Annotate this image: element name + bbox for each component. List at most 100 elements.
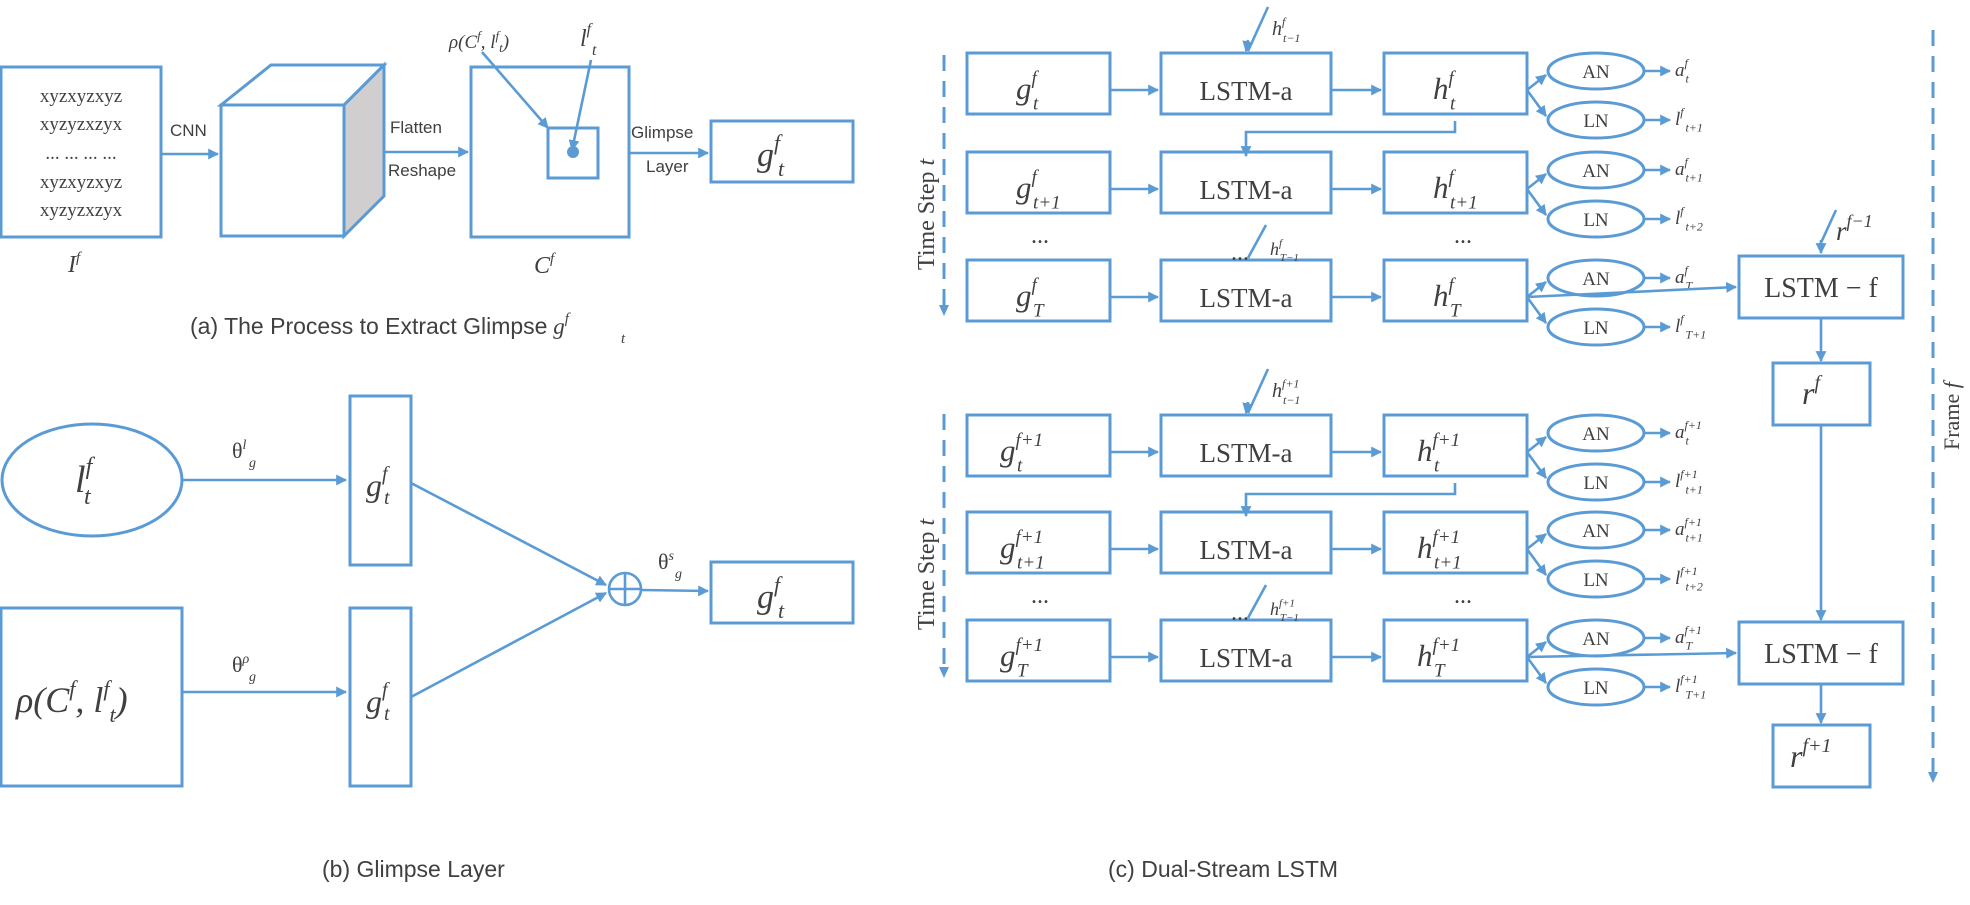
h-to-an-arrow-s2-r1 bbox=[1526, 435, 1547, 454]
ellipsis-s2-1: ... bbox=[1031, 583, 1049, 609]
l-output-label-s1-r1: lft+1 bbox=[1675, 105, 1703, 135]
hidden-input-slash-s2 bbox=[1246, 368, 1270, 414]
h-box-s1-r3 bbox=[1382, 258, 1529, 323]
h-box-s1-r1 bbox=[1382, 51, 1529, 116]
an-label-s2-r1: AN bbox=[1582, 424, 1610, 445]
input-image-box bbox=[0, 65, 163, 239]
h-to-an-arrow-s2-r2 bbox=[1526, 532, 1547, 551]
lstm-a-box-s2-r1 bbox=[1159, 413, 1333, 478]
an-label-s1-r3: AN bbox=[1582, 269, 1610, 290]
rho-pointer-arrow bbox=[481, 51, 549, 129]
h-box-s2-r2 bbox=[1382, 510, 1529, 575]
panel-c: Frame f Time Step t Time Step t (c) Dual… bbox=[914, 6, 1964, 882]
an-label-s2-r3: AN bbox=[1582, 629, 1610, 650]
r-label-1: rf bbox=[1802, 372, 1822, 411]
h-to-an-arrow-s2-r3 bbox=[1526, 640, 1547, 659]
recurrent-arrow-s1 bbox=[1240, 121, 1457, 158]
lstm-f-label-1: LSTM − f bbox=[1764, 273, 1878, 304]
ellipsis-s2-2: ... bbox=[1454, 583, 1472, 609]
r-box-2 bbox=[1771, 723, 1872, 789]
rho-c-l-label: ρ(Cf, lft) bbox=[448, 28, 509, 55]
ellipsis-s1-2: ... bbox=[1454, 223, 1472, 249]
lstm-a-label-s1-r3: LSTM-a bbox=[1200, 283, 1293, 313]
h-to-ln-arrow-s2-r2 bbox=[1525, 548, 1548, 576]
theta-g-s-label: θsg bbox=[658, 549, 682, 582]
layer-label: Layer bbox=[646, 157, 689, 176]
ln-label-s2-r1: LN bbox=[1583, 473, 1609, 494]
ln-label-s2-r3: LN bbox=[1583, 678, 1609, 699]
h-to-an-arrow-s1-r1 bbox=[1526, 73, 1547, 92]
frame-arrowhead bbox=[1928, 772, 1938, 783]
ln-label-s1-r3: LN bbox=[1583, 318, 1609, 339]
hidden-input-arrow-s2 bbox=[1242, 401, 1254, 415]
theta-g-l-label: θlg bbox=[232, 438, 256, 471]
cnn-label: CNN bbox=[170, 121, 207, 140]
h-to-lstm-f-arrow-s1 bbox=[1526, 282, 1738, 299]
r-label-2: rf+1 bbox=[1790, 735, 1832, 774]
glimpse-patch-label: ρ(Cf, lft) bbox=[15, 676, 128, 727]
caption-c: (c) Dual-Stream LSTM bbox=[1108, 856, 1338, 882]
l-output-label-s1-r2: lft+2 bbox=[1675, 204, 1703, 234]
matrix-line-1: xyzxyzxyz bbox=[40, 86, 122, 107]
theta-g-rho-label: θρg bbox=[232, 652, 256, 685]
lstm-a-box-s2-r3 bbox=[1159, 618, 1333, 683]
ln-label-s2-r2: LN bbox=[1583, 570, 1609, 591]
caption-b: (b) Glimpse Layer bbox=[322, 856, 505, 882]
g-box-s1-r1 bbox=[965, 51, 1112, 116]
hidden-input-slash-T-s1 bbox=[1246, 224, 1268, 259]
lstm-f-label-2: LSTM − f bbox=[1764, 639, 1878, 670]
panel-a: xyzxyzxyz xyzyzxzyx ... ... ... ... xyzx… bbox=[0, 21, 855, 347]
lstm-a-box-s2-r2 bbox=[1159, 510, 1333, 575]
location-pointer-arrow bbox=[568, 59, 593, 152]
location-ellipse bbox=[0, 422, 184, 538]
glimpse-patch-box bbox=[0, 606, 184, 788]
lstm-a-label-s1-r2: LSTM-a bbox=[1200, 175, 1293, 205]
h-to-an-arrow-s1-r2 bbox=[1526, 172, 1547, 191]
recurrent-arrow-s2 bbox=[1240, 483, 1457, 518]
h-to-lstm-f-arrow-s2 bbox=[1526, 647, 1738, 659]
h-to-ln-arrow-s1-r3 bbox=[1525, 296, 1548, 324]
time-step-label-1: Time Step t bbox=[914, 158, 940, 270]
sum-operator bbox=[607, 571, 643, 607]
feature-cube bbox=[216, 61, 388, 240]
matrix-line-5: xyzyzxzyx bbox=[40, 200, 123, 221]
matrix-line-4: xyzxyzxyz bbox=[40, 172, 122, 193]
hidden-input-slash-s1 bbox=[1246, 6, 1270, 52]
an-label-s2-r2: AN bbox=[1582, 521, 1610, 542]
matrix-line-2: xyzyzxzyx bbox=[40, 114, 123, 135]
glimpse-result-box bbox=[709, 560, 855, 625]
g-box-s2-r3 bbox=[965, 618, 1112, 683]
h-to-ln-arrow-s1-r2 bbox=[1525, 188, 1548, 216]
hidden-input-slash-T-s2 bbox=[1246, 584, 1268, 619]
r-prev-label: rf−1 bbox=[1836, 211, 1873, 246]
glimpse-output-box bbox=[709, 119, 855, 184]
lstm-a-box-s1-r1 bbox=[1159, 51, 1333, 116]
lstm-a-label-s1-r1: LSTM-a bbox=[1200, 76, 1293, 106]
input-matrix-text: xyzxyzxyz xyzyzxzyx ... ... ... ... xyzx… bbox=[40, 86, 123, 221]
h-to-an-arrow-s1-r3 bbox=[1526, 280, 1547, 299]
g-box-s1-r3 bbox=[965, 258, 1112, 323]
theta-s-arrow bbox=[640, 585, 710, 597]
caption-a: (a) The Process to Extract Glimpse gft bbox=[190, 311, 626, 347]
